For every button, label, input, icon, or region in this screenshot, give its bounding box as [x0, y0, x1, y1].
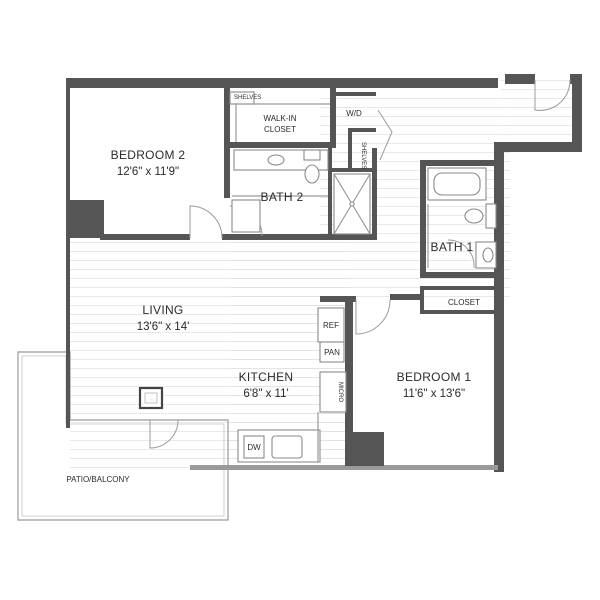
- interior-walls: [100, 88, 500, 466]
- bedroom2-dims: 12'6" x 11'9": [117, 166, 179, 178]
- bedroom2-name: BEDROOM 2: [111, 148, 186, 162]
- kitchen-name: KITCHEN: [239, 370, 294, 384]
- pan-label: PAN: [324, 348, 340, 357]
- shelves-top-label: SHELVES: [234, 95, 261, 101]
- walkin-closet-line2: CLOSET: [264, 125, 296, 134]
- column-feature: [138, 386, 164, 410]
- kitchen-dims: 6'8" x 11': [243, 388, 288, 400]
- dw-label: DW: [247, 443, 261, 452]
- doors: [149, 79, 571, 449]
- bath1-label: BATH 1: [431, 240, 474, 254]
- appliance-labels: REF PAN MICRO DW: [247, 321, 343, 452]
- bath1-fixtures: [427, 167, 497, 269]
- bath2-label: BATH 2: [261, 190, 304, 204]
- bath2-fixtures: [231, 149, 371, 235]
- walkin-closet-line1: WALK-IN: [263, 114, 296, 123]
- wd-label: W/D: [346, 109, 362, 118]
- walkin-closet-area: [229, 91, 330, 142]
- micro-label: MICRO: [337, 382, 343, 402]
- patio-label: PATIO/BALCONY: [66, 475, 130, 484]
- ref-label: REF: [323, 321, 339, 330]
- bedroom1-name: BEDROOM 1: [397, 370, 472, 384]
- exterior-walls: [66, 74, 582, 472]
- room-labels: BEDROOM 2 12'6" x 11'9" SHELVES WALK-IN …: [66, 95, 480, 484]
- shelves-side-label: SHELVES: [360, 142, 366, 169]
- living-name: LIVING: [142, 303, 183, 317]
- bedroom1-dims: 11'6" x 13'6": [403, 388, 465, 400]
- closet-label: CLOSET: [448, 298, 480, 307]
- living-dims: 13'6" x 14': [137, 321, 190, 333]
- kitchen-fixtures: [237, 307, 347, 463]
